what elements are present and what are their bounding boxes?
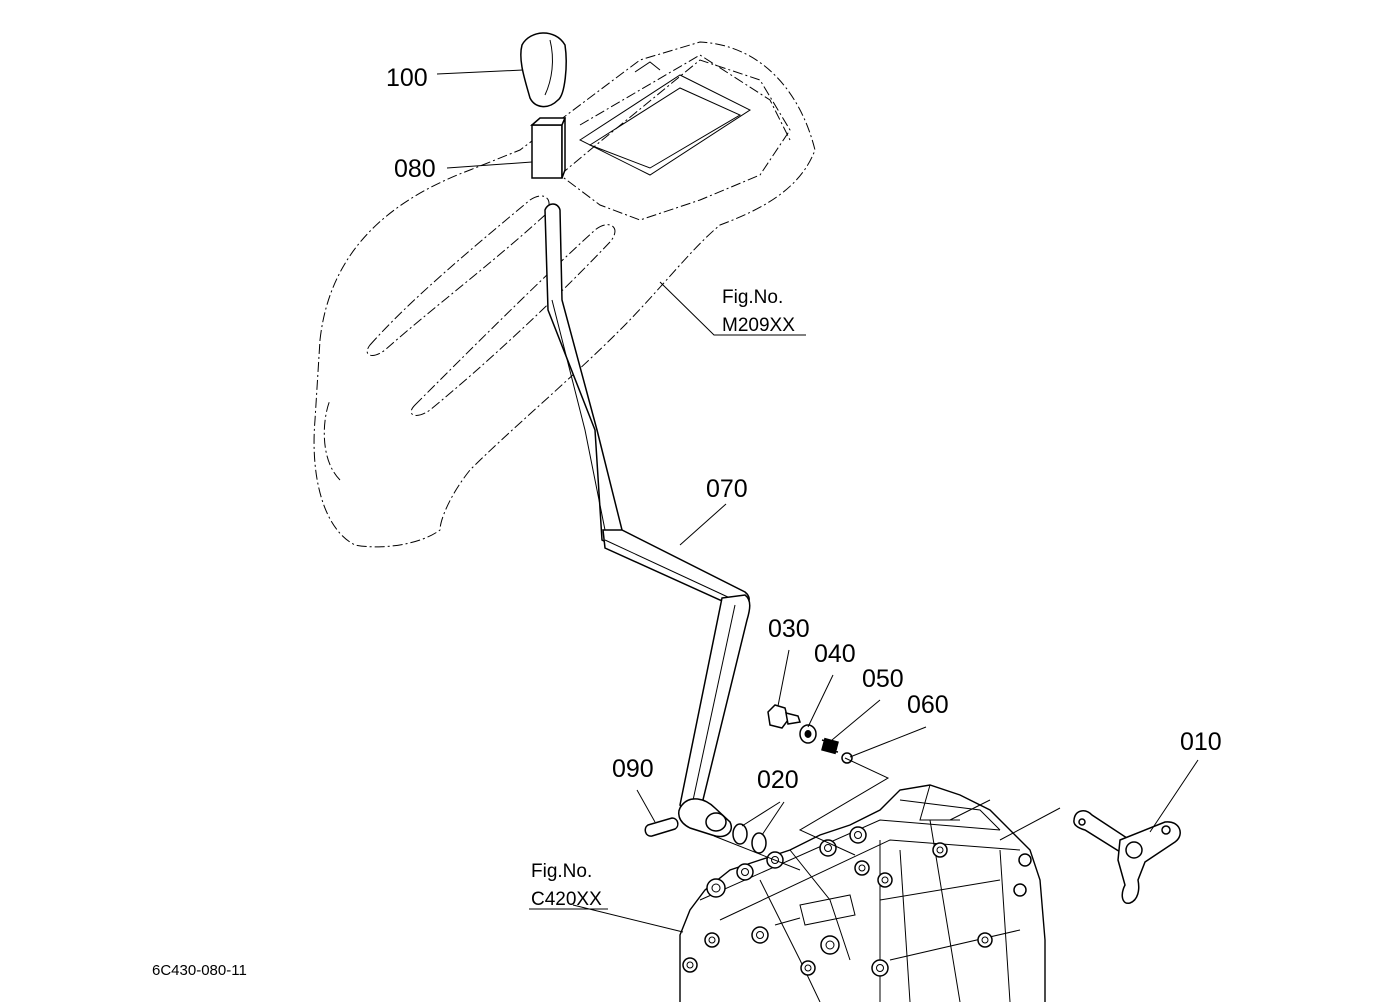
- shift-arm-part-010: [1073, 810, 1181, 904]
- leader-lines: [436, 69, 1199, 933]
- label-090: 090: [612, 755, 654, 783]
- transmission-case: [679, 784, 1046, 1002]
- ref-m209-line1: Fig.No.: [722, 287, 783, 308]
- label-070: 070: [706, 475, 748, 503]
- label-010: 010: [1180, 728, 1222, 756]
- part-labels: 100 080 070 030 040 050 060 010 090 020: [386, 64, 1222, 794]
- ref-m209-line2: M209XX: [722, 315, 795, 336]
- label-040: 040: [814, 640, 856, 668]
- label-080: 080: [394, 155, 436, 183]
- assembly-guide-lines: [713, 757, 1061, 871]
- figure-references: Fig.No. M209XX Fig.No. C420XX: [529, 287, 795, 910]
- label-050: 050: [862, 665, 904, 693]
- bolt-part-030: [767, 704, 801, 729]
- ref-c420-line1: Fig.No.: [531, 861, 592, 882]
- ref-c420-line2: C420XX: [531, 889, 602, 910]
- ball-part-060: [841, 752, 853, 764]
- label-030: 030: [768, 615, 810, 643]
- label-100: 100: [386, 64, 428, 92]
- sleeve-part-080: [530, 117, 567, 179]
- label-060: 060: [907, 691, 949, 719]
- lever-guide-cover-outline: [313, 41, 816, 548]
- pin-part-090: [644, 817, 679, 837]
- spring-part-050: [821, 737, 839, 755]
- washer-part-040: [799, 724, 817, 744]
- knob-part-100: [520, 32, 567, 108]
- o-rings-part-020: [732, 823, 767, 854]
- drawing-code: 6C430-080-11: [152, 962, 247, 979]
- cover-tray: [578, 61, 752, 176]
- shift-lever-part-070: [544, 203, 751, 838]
- label-020: 020: [757, 766, 799, 794]
